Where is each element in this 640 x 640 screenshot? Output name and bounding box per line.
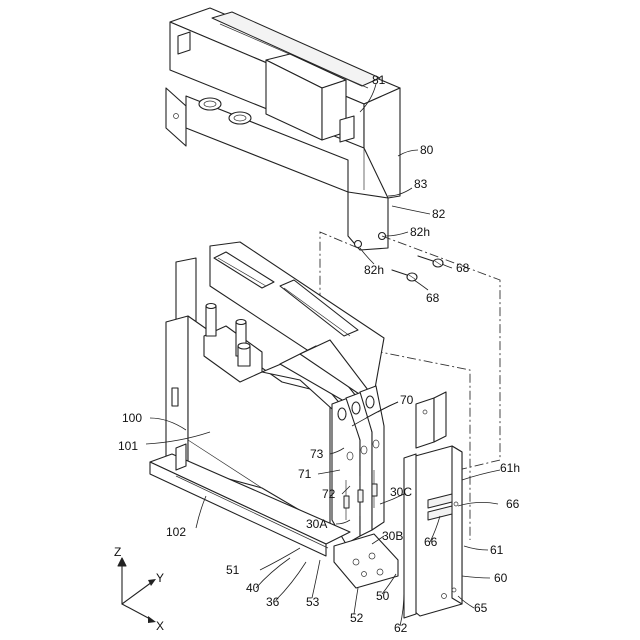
label-80: 80 bbox=[420, 143, 434, 157]
label-102: 102 bbox=[166, 525, 186, 539]
screw-68-b bbox=[392, 270, 417, 281]
axis-z-label: Z bbox=[114, 545, 121, 559]
label-72: 72 bbox=[322, 487, 336, 501]
main-unit-100 bbox=[150, 242, 398, 588]
label-68-a: 68 bbox=[456, 261, 470, 275]
label-73: 73 bbox=[310, 447, 324, 461]
label-83: 83 bbox=[414, 177, 428, 191]
label-30C: 30C bbox=[390, 485, 412, 499]
bracket-60 bbox=[404, 392, 462, 618]
label-101: 101 bbox=[118, 439, 138, 453]
label-30B: 30B bbox=[382, 529, 403, 543]
label-68-b: 68 bbox=[426, 291, 440, 305]
label-81: 81 bbox=[372, 73, 386, 87]
label-30A: 30A bbox=[306, 517, 327, 531]
cover-80 bbox=[166, 8, 400, 250]
label-70: 70 bbox=[400, 393, 414, 407]
label-82h-b: 82h bbox=[364, 263, 384, 277]
label-66-b: 66 bbox=[424, 535, 438, 549]
label-40: 40 bbox=[246, 581, 260, 595]
label-62: 62 bbox=[394, 621, 408, 635]
label-51: 51 bbox=[226, 563, 240, 577]
label-82: 82 bbox=[432, 207, 446, 221]
label-61: 61 bbox=[490, 543, 504, 557]
label-71: 71 bbox=[298, 467, 312, 481]
screw-68-a bbox=[418, 256, 443, 267]
label-65: 65 bbox=[474, 601, 488, 615]
coordinate-axes: Z Y X bbox=[114, 545, 164, 633]
label-50: 50 bbox=[376, 589, 390, 603]
axis-y-label: Y bbox=[156, 571, 164, 585]
label-36: 36 bbox=[266, 595, 280, 609]
label-61h: 61h bbox=[500, 461, 520, 475]
label-66-a: 66 bbox=[506, 497, 520, 511]
label-52: 52 bbox=[350, 611, 364, 625]
axis-x-label: X bbox=[156, 619, 164, 633]
label-60: 60 bbox=[494, 571, 508, 585]
label-82h-a: 82h bbox=[410, 225, 430, 239]
label-100: 100 bbox=[122, 411, 142, 425]
label-53: 53 bbox=[306, 595, 320, 609]
head-modules-30 bbox=[332, 386, 384, 544]
